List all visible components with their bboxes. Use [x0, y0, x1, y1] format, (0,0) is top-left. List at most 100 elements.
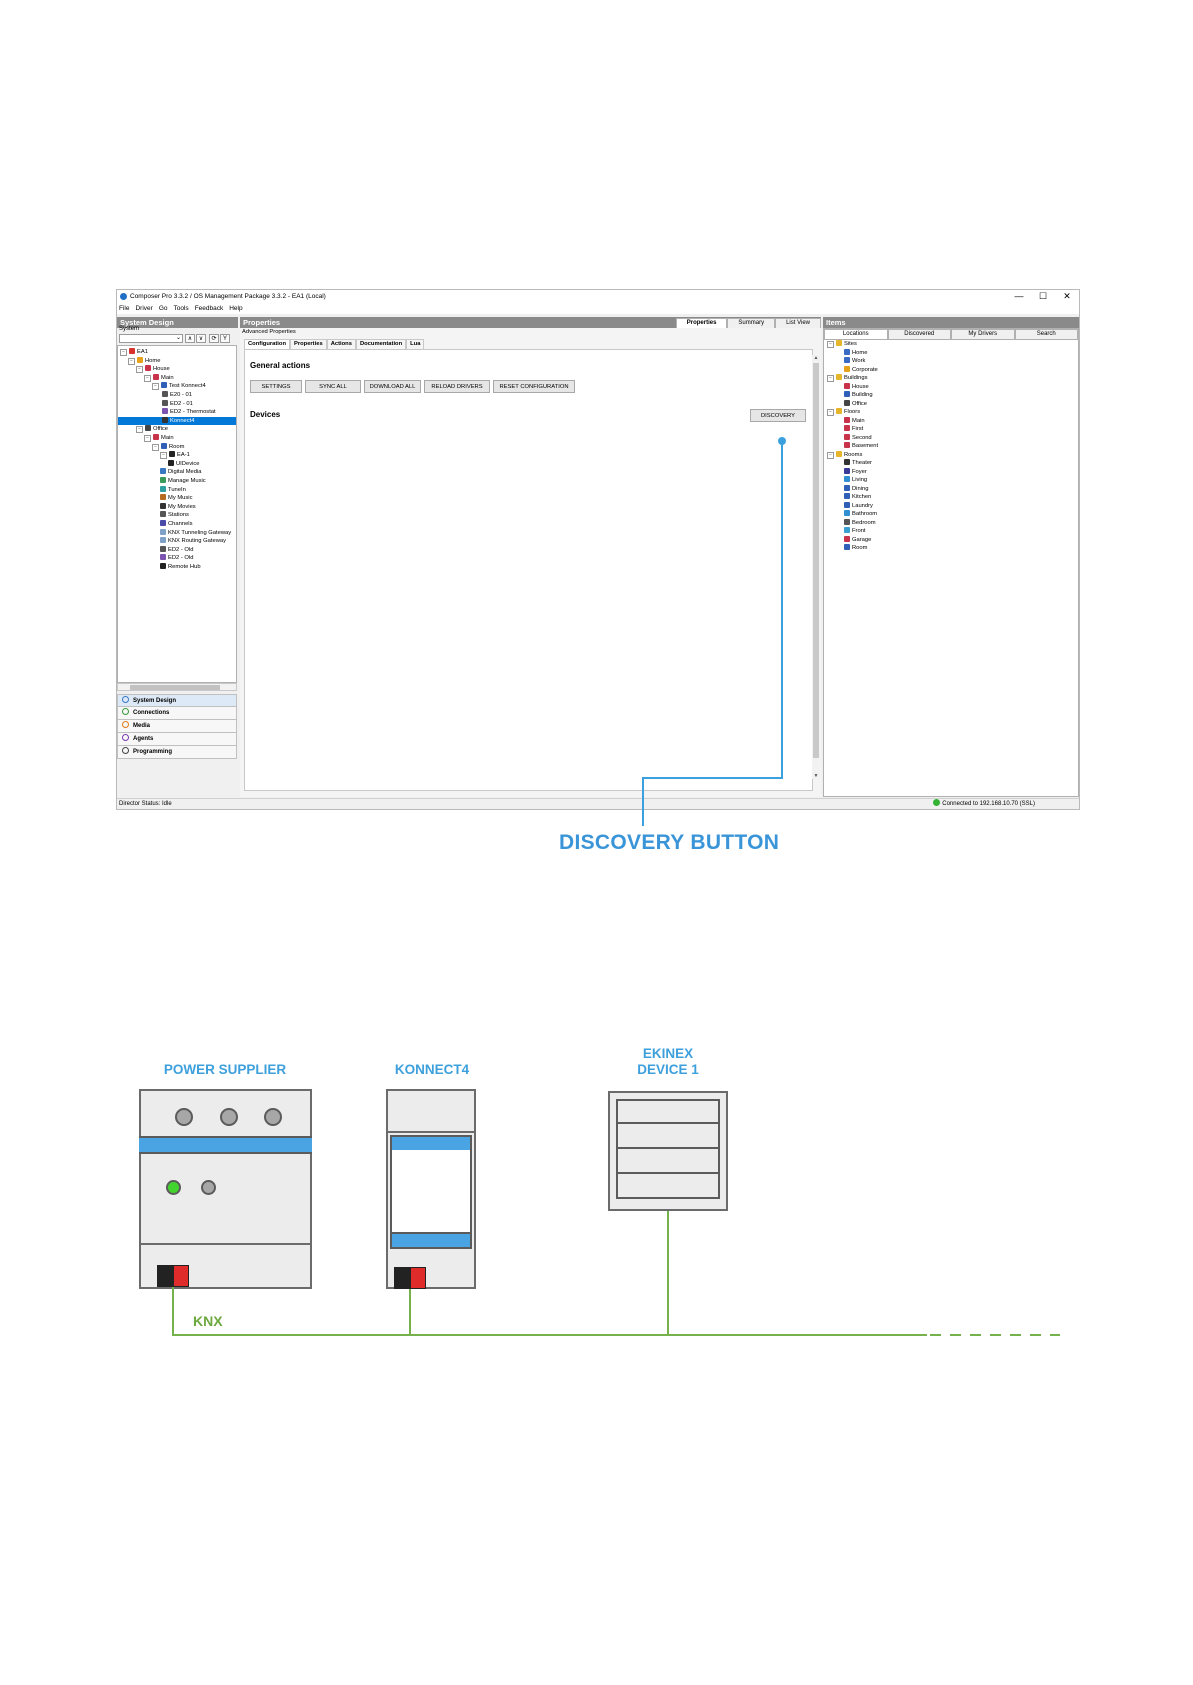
location-group[interactable]: −Buildings — [827, 374, 868, 382]
settings-button[interactable]: SETTINGS — [250, 380, 302, 393]
collapse-icon[interactable]: − — [827, 451, 834, 459]
collapse-icon[interactable]: − — [827, 409, 834, 416]
system-tree-item[interactable]: KNX Routing Gateway — [160, 537, 226, 545]
location-item[interactable]: Theater — [844, 459, 872, 467]
tree-horizontal-scrollbar[interactable] — [117, 683, 237, 691]
system-tree-item[interactable]: −Home — [128, 356, 160, 365]
system-tree-item[interactable]: TuneIn — [160, 485, 186, 494]
system-tree-item[interactable]: KNX Tunneling Gateway — [160, 528, 231, 537]
collapse-icon[interactable]: − — [160, 452, 167, 460]
location-group[interactable]: −Sites — [827, 340, 857, 348]
tab-properties-sub[interactable]: Properties — [290, 339, 327, 349]
tab-actions[interactable]: Actions — [326, 339, 356, 349]
sync-all-button[interactable]: SYNC ALL — [305, 380, 361, 393]
system-tree-item[interactable]: Digital Media — [160, 468, 202, 476]
scroll-up-icon[interactable]: ▲ — [813, 355, 819, 361]
system-tree-item[interactable]: ED2 - Thermostat — [162, 408, 216, 416]
system-tree-item[interactable]: UIDevice — [168, 459, 200, 468]
discovery-button[interactable]: DISCOVERY — [750, 409, 806, 422]
location-item[interactable]: Main — [844, 416, 865, 425]
nav-agents-button[interactable]: Agents — [117, 733, 237, 746]
reset-configuration-button[interactable]: RESET CONFIGURATION — [493, 380, 575, 393]
system-tree-item[interactable]: Stations — [160, 511, 189, 519]
collapse-icon[interactable]: − — [152, 383, 159, 391]
collapse-icon[interactable]: − — [136, 366, 143, 374]
minimize-icon[interactable]: — — [1014, 291, 1024, 301]
scroll-thumb[interactable] — [130, 685, 220, 690]
nav-programming-button[interactable]: Programming — [117, 746, 237, 759]
nav-system-design-button[interactable]: System Design — [117, 694, 237, 707]
system-tree-item[interactable]: Manage Music — [160, 477, 206, 485]
collapse-icon[interactable]: − — [827, 375, 834, 382]
menu-feedback[interactable]: Feedback — [194, 305, 224, 312]
system-tree-item[interactable]: Channels — [160, 520, 193, 528]
system-tree-item[interactable]: −EA-1 — [160, 451, 190, 460]
location-item[interactable]: Laundry — [844, 501, 873, 510]
collapse-icon[interactable]: − — [144, 435, 151, 442]
system-tree-item[interactable]: My Movies — [160, 502, 196, 511]
location-item[interactable]: Living — [844, 476, 867, 484]
system-tree-item[interactable]: ED2 - Old — [160, 545, 193, 554]
location-item[interactable]: Bathroom — [844, 510, 877, 518]
system-tree-item[interactable]: My Music — [160, 494, 192, 502]
location-item[interactable]: Kitchen — [844, 493, 871, 501]
system-tree-item[interactable]: −EA1 — [120, 348, 148, 356]
location-item[interactable]: Foyer — [844, 467, 867, 476]
menu-go[interactable]: Go — [158, 305, 168, 312]
system-tree-item[interactable]: −Main — [144, 434, 174, 442]
move-up-button[interactable]: ∧ — [185, 334, 195, 343]
system-combo[interactable]: ⌄ — [119, 334, 183, 343]
collapse-icon[interactable]: − — [827, 341, 834, 348]
tab-locations[interactable]: Locations — [824, 329, 888, 340]
location-item[interactable]: Front — [844, 527, 866, 535]
refresh-icon[interactable]: ⟳ — [209, 334, 219, 343]
location-item[interactable]: Work — [844, 357, 865, 365]
nav-media-button[interactable]: Media — [117, 720, 237, 733]
filter-icon[interactable]: Y — [220, 334, 230, 343]
location-item[interactable]: Room — [844, 544, 867, 552]
close-icon[interactable]: ✕ — [1063, 291, 1071, 301]
location-item[interactable]: Garage — [844, 535, 871, 544]
system-tree-item[interactable]: −Main — [144, 373, 174, 382]
system-tree-item[interactable]: −Room — [152, 442, 184, 451]
system-tree-item[interactable]: −Test Konnect4 — [152, 382, 206, 391]
collapse-icon[interactable]: − — [128, 357, 135, 365]
system-tree-item[interactable]: Remote Hub — [160, 563, 201, 571]
menu-help[interactable]: Help — [229, 305, 243, 312]
collapse-icon[interactable]: − — [120, 349, 127, 356]
tab-configuration[interactable]: Configuration — [244, 339, 290, 349]
system-tree-item[interactable]: −Office — [136, 425, 168, 434]
location-item[interactable]: House — [844, 382, 869, 391]
menu-driver[interactable]: Driver — [135, 305, 153, 312]
location-item[interactable]: Dining — [844, 484, 868, 493]
location-item[interactable]: Home — [844, 348, 867, 357]
location-item[interactable]: Bedroom — [844, 518, 876, 527]
system-tree-item[interactable]: E20 - 01 — [162, 391, 192, 399]
tab-search[interactable]: Search — [1014, 329, 1078, 340]
scroll-thumb[interactable] — [813, 363, 819, 758]
location-item[interactable]: Office — [844, 399, 867, 408]
tab-discovered[interactable]: Discovered — [887, 329, 951, 340]
download-all-button[interactable]: DOWNLOAD ALL — [364, 380, 421, 393]
collapse-icon[interactable]: − — [144, 374, 151, 382]
location-item[interactable]: Corporate — [844, 365, 878, 374]
location-item[interactable]: Building — [844, 391, 873, 399]
location-group[interactable]: −Rooms — [827, 450, 862, 459]
tab-documentation[interactable]: Documentation — [355, 339, 407, 349]
location-item[interactable]: First — [844, 425, 863, 433]
reload-drivers-button[interactable]: RELOAD DRIVERS — [424, 380, 490, 393]
location-group[interactable]: −Floors — [827, 408, 860, 416]
collapse-icon[interactable]: − — [152, 443, 159, 451]
move-down-button[interactable]: ∨ — [196, 334, 206, 343]
tab-lua[interactable]: Lua — [406, 339, 425, 349]
collapse-icon[interactable]: − — [136, 426, 143, 434]
location-item[interactable]: Basement — [844, 442, 878, 450]
maximize-icon[interactable]: ☐ — [1038, 291, 1048, 301]
tab-my-drivers[interactable]: My Drivers — [951, 329, 1015, 340]
system-tree-item[interactable]: Konnect4 — [118, 416, 236, 425]
config-vertical-scrollbar[interactable]: ▲ ▼ — [812, 355, 820, 779]
nav-connections-button[interactable]: Connections — [117, 707, 237, 720]
system-tree-item[interactable]: −House — [136, 365, 170, 374]
